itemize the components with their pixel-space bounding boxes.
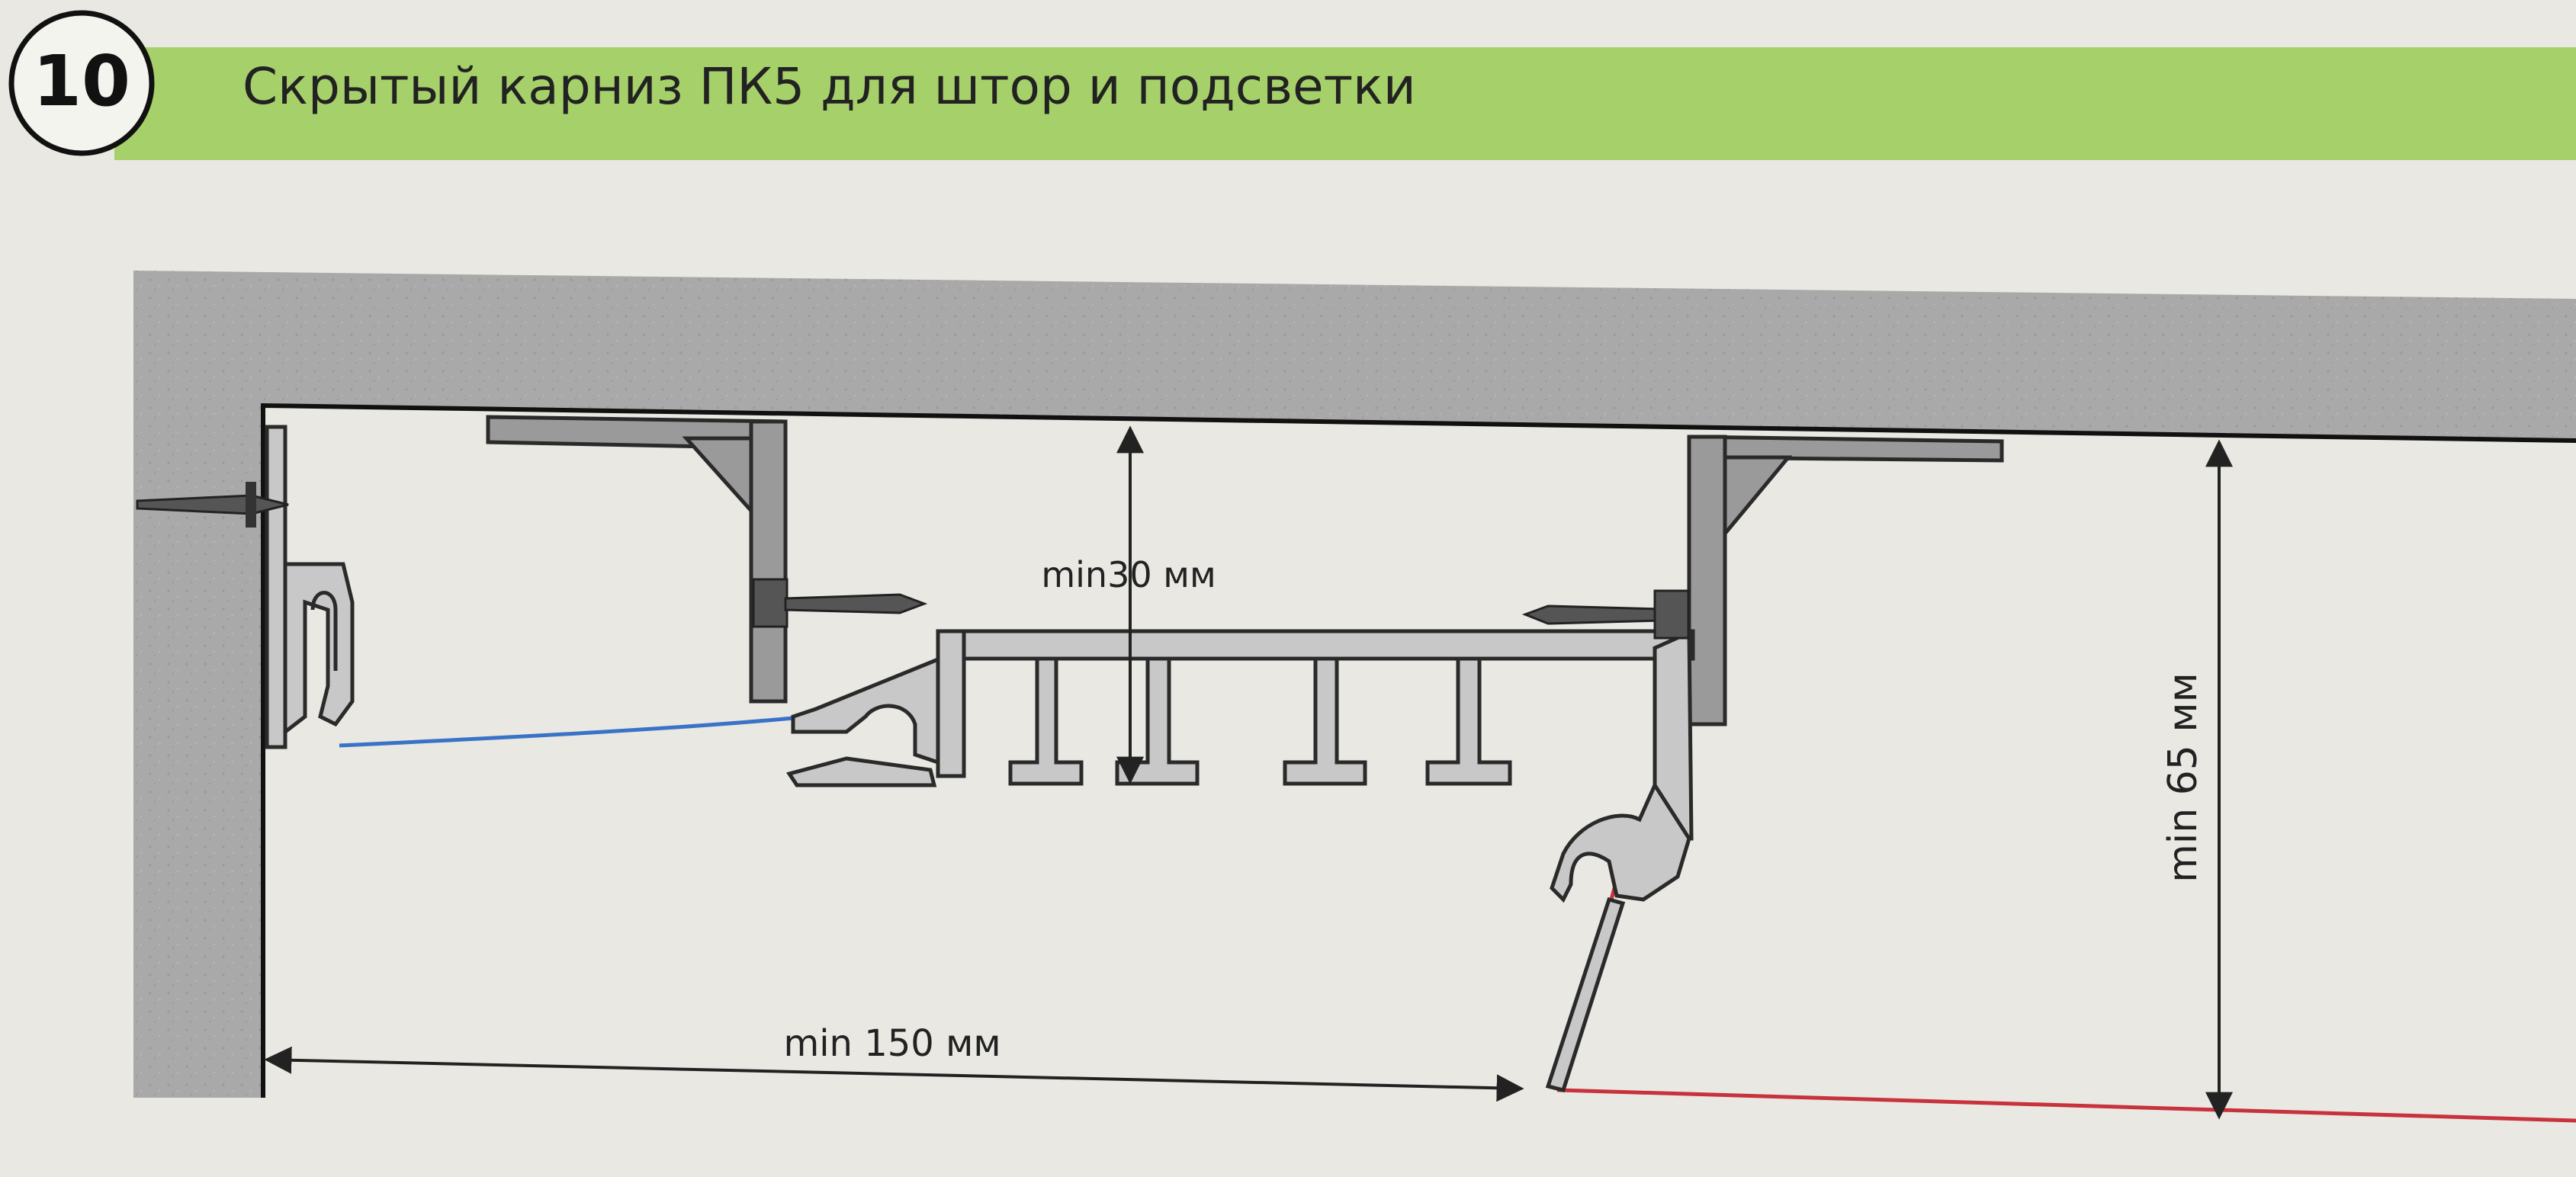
structure-edge-line <box>261 402 2576 1098</box>
header-banner: 10 Скрытый карниз ПК5 для штор и подсвет… <box>8 10 2576 160</box>
right-bracket-screw <box>1521 589 1690 640</box>
cornice-profile <box>785 629 1695 1092</box>
blue-stretch-film <box>339 716 794 748</box>
right-mounting-bracket <box>1687 435 2004 726</box>
concrete-structure <box>133 271 2576 1098</box>
profile-left-wall <box>936 629 966 778</box>
dimension-depth: min30 мм <box>1041 425 1216 784</box>
depth-dimension-label: min30 мм <box>1041 554 1216 595</box>
cornice-assembly <box>136 415 2004 1092</box>
left-mounting-bracket <box>486 415 788 704</box>
profile-left-hook <box>791 656 940 765</box>
width-dimension-line <box>264 1046 1524 1102</box>
wall-profile-harpoon-slot <box>310 591 338 671</box>
diagram-title: Скрытый карниз ПК5 для штор и подсветки <box>243 57 1416 116</box>
banner-bar <box>114 47 2576 160</box>
profile-rail-1 <box>1008 656 1084 786</box>
wall-profile-plate <box>265 425 287 749</box>
dimension-width: min 150 мм <box>264 1022 1524 1102</box>
profile-rail-3 <box>1283 656 1367 786</box>
wall-profile-clip <box>283 562 355 736</box>
left-bracket-screw <box>752 578 928 628</box>
profile-left-wing <box>785 756 937 787</box>
profile-top-plate <box>936 629 1695 661</box>
step-number: 10 <box>33 40 130 122</box>
width-dimension-label: min 150 мм <box>783 1022 1001 1065</box>
dimension-height: min 65 мм <box>2160 439 2233 1120</box>
left-wall-screw <box>136 482 289 528</box>
red-stretch-film <box>1556 845 2576 1123</box>
left-wall-profile <box>265 425 355 749</box>
ceiling-slab <box>133 271 2576 1098</box>
height-dimension-label: min 65 мм <box>2160 672 2206 883</box>
profile-rail-4 <box>1425 656 1512 786</box>
profile-right-clip <box>1550 781 1691 903</box>
step-number-circle <box>8 10 155 156</box>
profile-right-blade <box>1545 896 1626 1092</box>
